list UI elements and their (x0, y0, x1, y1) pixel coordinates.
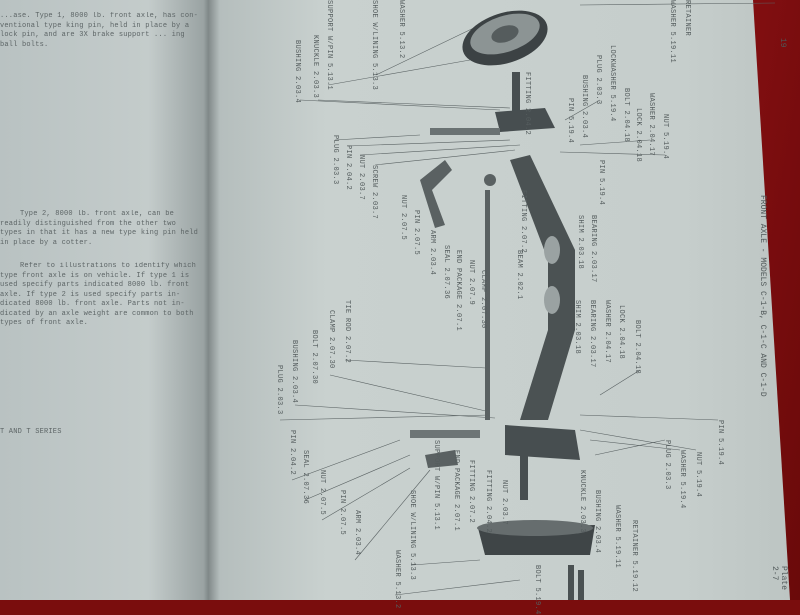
part-label: SHOE W/LINING 5.13.3 (408, 490, 416, 581)
part-label: CLAMP 2.07.30 (479, 270, 487, 329)
part-label: NUT 5.19.4 (661, 114, 669, 160)
part-label: NUT 2.07.9 (467, 260, 475, 306)
part-label: PLUG 2.03.3 (331, 135, 339, 185)
part-label: PIN 5.19.4 (566, 98, 574, 144)
part-label: PLUG 2.03.3 (594, 55, 602, 105)
part-label: PLUG 2.03.3 (275, 365, 283, 415)
part-label: RETAINER 5.19.12 (630, 520, 638, 593)
part-label: BOLT 5.19.4 (533, 565, 541, 615)
part-label: SUPPORT W/PIN 5.13.1 (325, 0, 333, 91)
part-label: WASHER 5.19.4 (678, 450, 686, 509)
tie-rod-parts (410, 160, 496, 468)
exploded-axle-diagram (279, 2, 776, 600)
part-label: BUSHING 2.03.4 (290, 340, 298, 404)
part-label: PLUG 2.03.3 (663, 440, 671, 490)
part-label: WASHER 5.19.11 (668, 0, 676, 64)
part-label: BOLT 2.04.18 (622, 88, 630, 143)
part-label: SCREW 2.03.7 (370, 165, 378, 220)
plate-number: Plate 2-7 (770, 566, 788, 591)
part-label: NUT 2.07.5 (399, 195, 407, 241)
part-label: WASHER 5.13.2 (393, 550, 401, 609)
part-label: PIN 5.19.4 (716, 420, 724, 466)
part-label: BUSHING 2.03.4 (293, 40, 301, 104)
part-label: SHIM 2.03.18 (576, 215, 584, 270)
part-label: PIN 5.19.4 (597, 160, 605, 206)
part-label: LOCK 2.04.18 (617, 305, 625, 360)
part-label: PIN 2.07.5 (338, 490, 346, 536)
bolt-retainer-lower (568, 565, 584, 600)
part-label: BUSHING 2.03.4 (580, 75, 588, 139)
part-label: FITTING 2.04.2 (523, 72, 531, 136)
knuckle-upper (430, 72, 555, 135)
page-number: 19 (778, 38, 787, 48)
part-label: FITTING 2.04.2 (484, 470, 492, 534)
part-label: ARM 2.03.4 (353, 510, 361, 556)
part-label: NUT 2.03.7 (357, 155, 365, 201)
part-label: WASHER 2.04.17 (603, 300, 611, 364)
part-label: BEARING 2.03.17 (589, 215, 597, 283)
part-label: BEARING 2.03.17 (588, 300, 596, 368)
part-label: END PACKAGE 2.07.1 (452, 450, 460, 532)
figure-caption: FRONT AXLE - MODELS C-1-B, C-1-C AND C-1… (758, 195, 767, 397)
left-page: ...ase. Type 1, 8000 lb. front axle, has… (0, 0, 212, 600)
part-label: LOCK 2.04.18 (634, 108, 642, 163)
part-label: WASHER 5.13.2 (397, 0, 405, 59)
part-label: SEAL 2.07.36 (442, 245, 450, 300)
part-label: SHIM 2.03.18 (573, 300, 581, 355)
part-label: LOCKWASHER 5.19.4 (608, 45, 616, 122)
paragraph: Refer to illustrations to identify which… (0, 262, 197, 327)
part-label: WASHER 5.19.11 (613, 505, 621, 569)
brake-drum-lower (477, 520, 595, 555)
part-label: PIN 2.04.2 (344, 145, 352, 191)
part-label: NUT 2.07.5 (318, 470, 326, 516)
paragraph: Type 2, 8000 lb. front axle, can be read… (0, 210, 199, 247)
section-footer: T AND T SERIES (0, 428, 62, 436)
part-label: KNUCKLE 2.03.3 (578, 470, 586, 534)
leader-lines (279, 2, 776, 596)
part-label: CLAMP 2.07.30 (327, 310, 335, 369)
part-label: SEAL 2.07.36 (301, 450, 309, 505)
part-label: NUT 2.03.7 (500, 480, 508, 526)
part-label: PIN 2.07.5 (412, 210, 420, 256)
part-label: BUSHING 2.03.4 (593, 490, 601, 554)
paragraph: ...ase. Type 1, 8000 lb. front axle, has… (0, 12, 199, 49)
part-label: FITTING 2.07.2 (467, 460, 475, 524)
part-label: SUPPORT W/PIN 5.13.1 (432, 440, 440, 531)
part-label: RETAINER (683, 0, 691, 37)
part-label: BEAM 2.02.1 (515, 250, 523, 300)
part-label: WASHER 2.04.17 (647, 93, 655, 157)
part-label: END PACKAGE 2.07.1 (454, 250, 462, 332)
part-label: BOLT 2.07.30 (310, 330, 318, 385)
brake-drum-upper (462, 10, 548, 66)
part-label: BOLT 2.04.18 (633, 320, 641, 375)
part-label: ARM 2.03.4 (428, 230, 436, 276)
axle-beam (510, 155, 575, 420)
knuckle-lower (505, 425, 580, 500)
part-label: SHOE W/LINING 5.13.3 (370, 0, 378, 91)
part-label: KNUCKLE 2.03.3 (311, 35, 319, 99)
part-label: NUT 5.19.4 (694, 452, 702, 498)
part-label: FITTING 2.07.2 (519, 190, 527, 254)
part-label: PIN 2.04.2 (288, 430, 296, 476)
part-label: TIE ROD 2.07.2 (343, 300, 351, 364)
